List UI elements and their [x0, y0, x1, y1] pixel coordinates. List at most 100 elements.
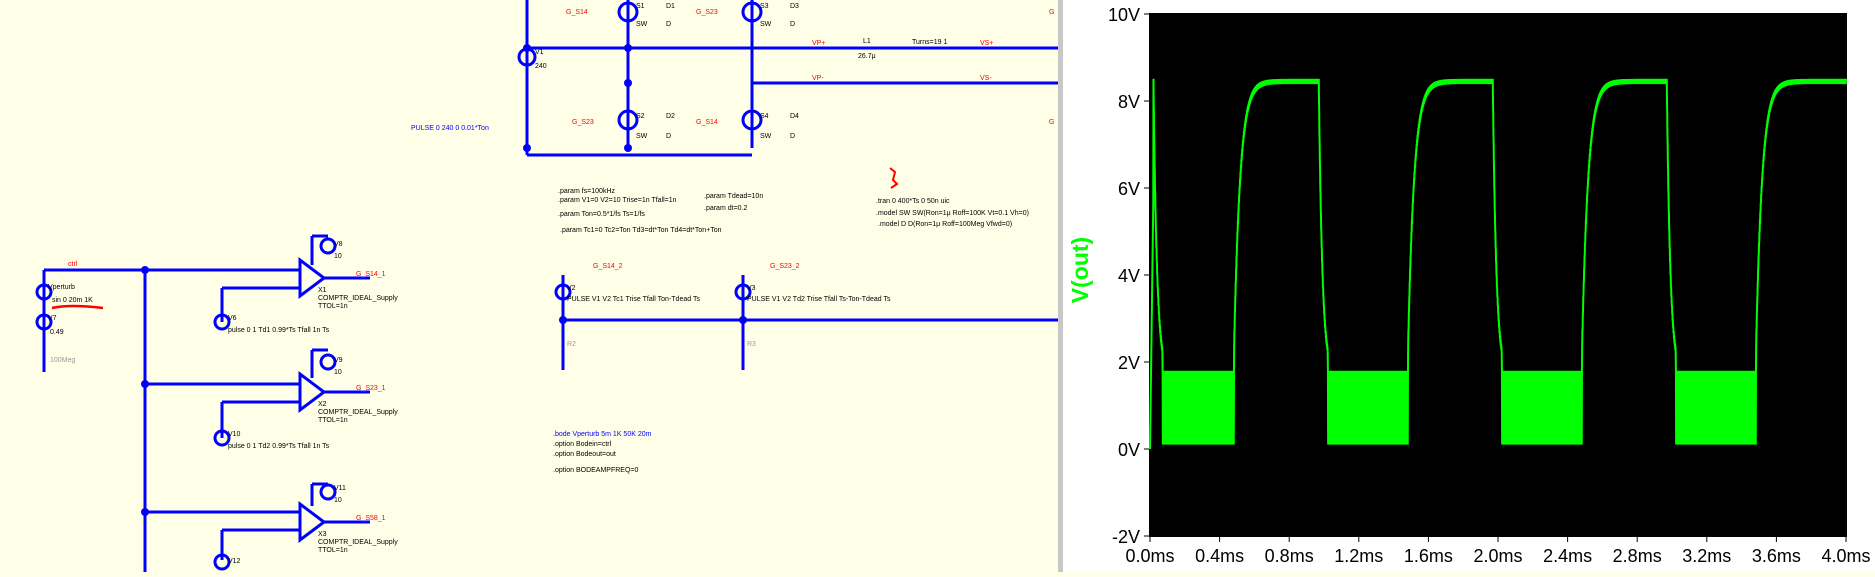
v8-name[interactable]: V8	[334, 241, 343, 248]
vperturb-name[interactable]: Vperturb	[48, 284, 75, 291]
directive-param-ton[interactable]: .param Ton=0.5*1/fs Ts=1/fs	[558, 211, 645, 218]
x2-name[interactable]: X2	[318, 401, 327, 408]
x-tick-label: 0.4ms	[1195, 546, 1244, 566]
net-v2[interactable]: G_S14_2	[593, 263, 623, 270]
directive-param-fs[interactable]: .param fs=100kHz	[558, 188, 615, 195]
d2-label[interactable]: D2	[666, 113, 675, 120]
x-tick-label: 4.0ms	[1821, 546, 1870, 566]
vperturb-value[interactable]: sin 0 20m 1K	[52, 297, 93, 304]
x-tick-label: 1.6ms	[1404, 546, 1453, 566]
v3-pulse[interactable]: PULSE V1 V2 Td2 Trise Tfall Ts-Ton-Tdead…	[747, 296, 891, 303]
r-100meg: 100Meg	[50, 357, 75, 364]
net-vp-minus[interactable]: VP-	[812, 75, 824, 82]
turns-label[interactable]: Turns=19 1	[912, 39, 947, 46]
v7-name[interactable]: V7	[48, 315, 57, 322]
v6-pulse[interactable]: pulse 0 1 Td1 0.99*Ts Tfall 1n Ts	[228, 327, 330, 334]
v9-name[interactable]: V9	[334, 357, 343, 364]
v2-pulse[interactable]: PULSE V1 V2 Tc1 Trise Tfall Ton-Tdead Ts	[567, 296, 700, 303]
net-ctrl[interactable]: ctrl	[68, 261, 78, 268]
schematic-canvas[interactable]: V1 240 S1 D1 S3 D3 S2 D2 S4 D4 SW D SW D…	[0, 0, 1058, 572]
directive-param-tdead[interactable]: .param Tdead=10n	[704, 193, 763, 200]
net-g-right-bot[interactable]: G	[1049, 119, 1054, 126]
v3-name[interactable]: V3	[747, 285, 756, 292]
x2-model[interactable]: COMPTR_IDEAL_Supply	[318, 409, 398, 416]
net-g-s23-bot[interactable]: G_S23	[572, 119, 594, 126]
s2-model: SW	[636, 133, 648, 140]
x3-model[interactable]: COMPTR_IDEAL_Supply	[318, 539, 398, 546]
net-vs-plus[interactable]: VS+	[980, 40, 993, 47]
plot-area[interactable]	[1149, 13, 1847, 537]
components[interactable]	[35, 1, 763, 571]
directive-bode[interactable]: .bode Vperturb 5m 1K 50K 20m	[553, 431, 652, 438]
net-x2-out[interactable]: G_S23_1	[356, 385, 386, 392]
directive-param-dt[interactable]: .param dt=0.2	[704, 205, 747, 212]
v2-name[interactable]: V2	[567, 285, 576, 292]
s4-model: SW	[760, 133, 772, 140]
l1-value[interactable]: 26.7μ	[858, 53, 876, 60]
net-vs-minus[interactable]: VS-	[980, 75, 992, 82]
v1-pulse-text[interactable]: PULSE 0 240 0 0.01*Ton	[411, 125, 489, 132]
d1-model: D	[666, 21, 671, 28]
v8-value[interactable]: 10	[334, 253, 342, 260]
x-tick-label: 0.8ms	[1265, 546, 1314, 566]
s4-label[interactable]: S4	[760, 113, 769, 120]
directive-tran[interactable]: .tran 0 400*Ts 0 50n uic	[876, 198, 950, 205]
pane-splitter[interactable]	[1058, 0, 1063, 572]
v7-value[interactable]: 0.49	[50, 329, 64, 336]
v11-value[interactable]: 10	[334, 497, 342, 504]
y-tick-label: 2V	[1118, 353, 1140, 373]
d4-label[interactable]: D4	[790, 113, 799, 120]
directive-param-v[interactable]: .param V1=0 V2=10 Trise=1n Tfall=1n	[558, 197, 677, 204]
y-tick-label: 8V	[1118, 92, 1140, 112]
x2-ttol[interactable]: TTOL=1n	[318, 417, 348, 424]
schematic-editor[interactable]: V1 240 S1 D1 S3 D3 S2 D2 S4 D4 SW D SW D…	[0, 0, 1058, 572]
voltage-source-v8	[319, 237, 337, 255]
v12-name[interactable]: V12	[228, 558, 241, 565]
d4-model: D	[790, 133, 795, 140]
v10-name[interactable]: V10	[228, 431, 241, 438]
switch-s3	[741, 1, 763, 23]
v10-pulse[interactable]: pulse 0 1 Td2 0.99*Ts Tfall 1n Ts	[228, 443, 330, 450]
x-tick-label: 1.2ms	[1334, 546, 1383, 566]
x3-name[interactable]: X3	[318, 531, 327, 538]
directive-param-tc[interactable]: .param Tc1=0 Tc2=Ton Td3=dt*Ton Td4=dt*T…	[560, 227, 722, 234]
x3-ttol[interactable]: TTOL=1n	[318, 547, 348, 554]
net-x1-out[interactable]: G_S14_1	[356, 271, 386, 278]
voltage-source-v7	[35, 313, 53, 331]
voltage-source-v9	[319, 353, 337, 371]
r3-label: R3	[747, 341, 756, 348]
net-g-s23-top[interactable]: G_S23	[696, 9, 718, 16]
s3-label[interactable]: S3	[760, 3, 769, 10]
s1-label[interactable]: S1	[636, 3, 645, 10]
directive-model-sw[interactable]: .model SW SW(Ron=1μ Roff=100K Vt=0.1 Vh=…	[876, 210, 1029, 217]
v6-name[interactable]: V6	[228, 315, 237, 322]
directive-option-bodein[interactable]: .option Bodein=ctrl	[553, 441, 612, 448]
comparator-x3	[298, 501, 327, 543]
y-tick-label: 4V	[1118, 266, 1140, 286]
v9-value[interactable]: 10	[334, 369, 342, 376]
x1-model[interactable]: COMPTR_IDEAL_Supply	[318, 295, 398, 302]
directive-model-d[interactable]: .model D D(Ron=1μ Roff=100Meg Vfwd=0)	[878, 221, 1012, 228]
net-x3-out[interactable]: G_S58_1	[356, 515, 386, 522]
v1-name[interactable]: V1	[535, 49, 544, 56]
y-axis-label[interactable]: V(out)	[1067, 237, 1093, 303]
y-tick-label: 0V	[1118, 440, 1140, 460]
v1-value[interactable]: 240	[535, 63, 547, 70]
x1-name[interactable]: X1	[318, 287, 327, 294]
v11-name[interactable]: V11	[334, 485, 346, 492]
l1-label[interactable]: L1	[863, 38, 871, 45]
s2-label[interactable]: S2	[636, 113, 645, 120]
d1-label[interactable]: D1	[666, 3, 675, 10]
net-g-s14-top[interactable]: G_S14	[566, 9, 588, 16]
x1-ttol[interactable]: TTOL=1n	[318, 303, 348, 310]
directive-option-bodeout[interactable]: .option Bodeout=out	[553, 451, 616, 458]
net-g-s14-bot[interactable]: G_S14	[696, 119, 718, 126]
net-vp-plus[interactable]: VP+	[812, 40, 825, 47]
net-v3[interactable]: G_S23_2	[770, 263, 800, 270]
comparator-x1	[298, 257, 327, 299]
net-g-right-top[interactable]: G	[1049, 9, 1054, 16]
directive-option-bodeampfreq[interactable]: .option BODEAMPFREQ=0	[553, 467, 639, 474]
d3-label[interactable]: D3	[790, 3, 799, 10]
